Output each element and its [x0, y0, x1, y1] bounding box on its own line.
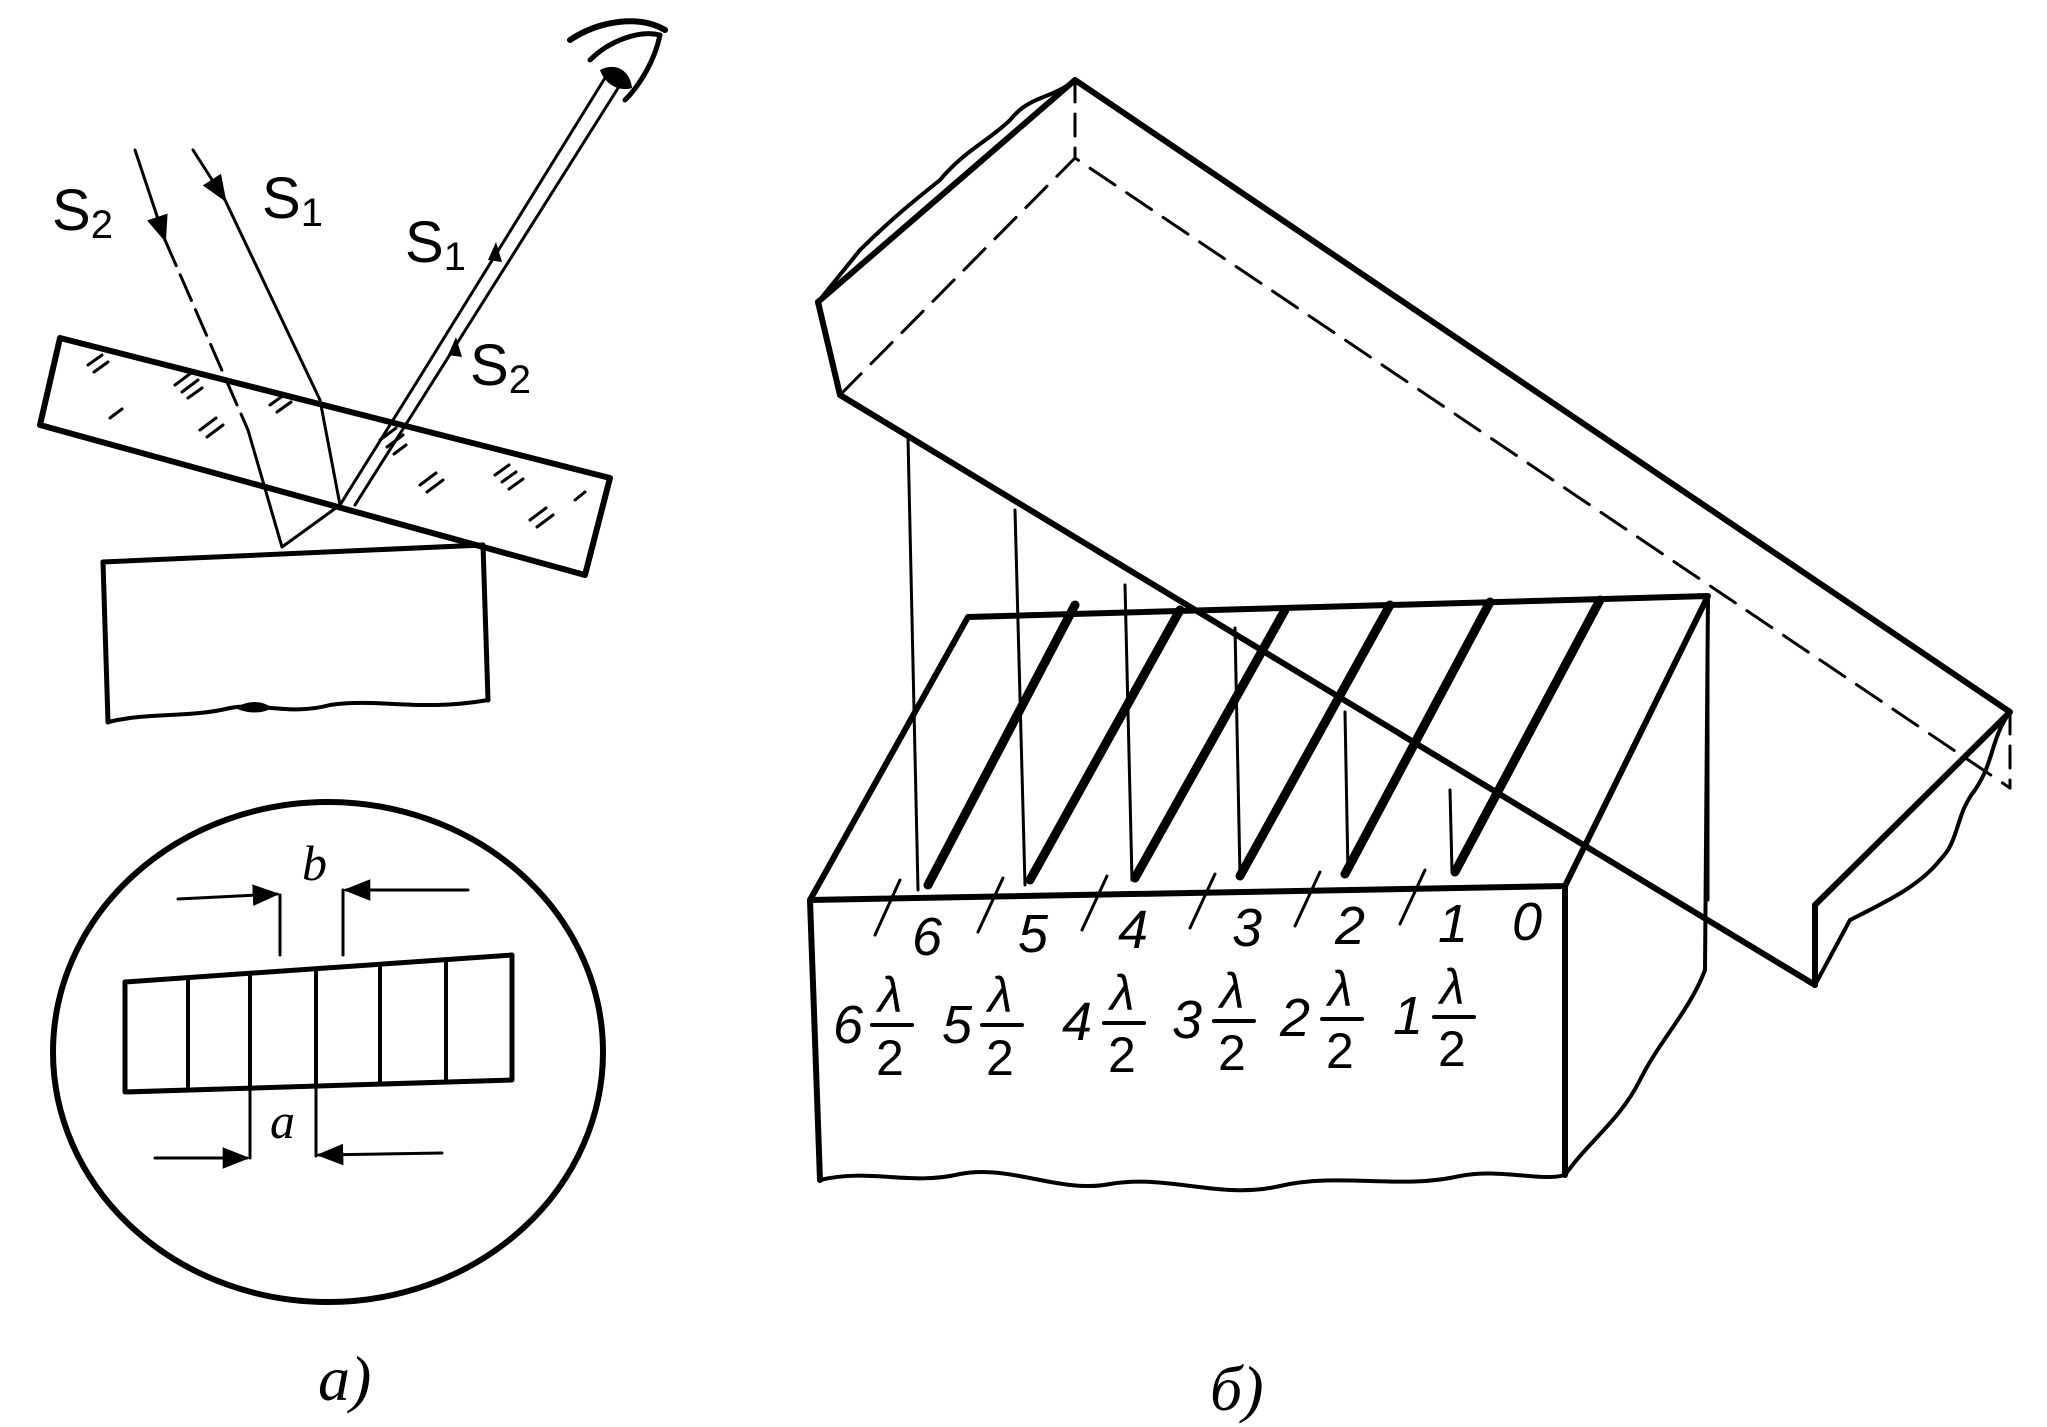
caption-a: а): [318, 1343, 371, 1414]
dimension-b: [176, 879, 470, 957]
eye-icon: [567, 18, 668, 103]
gauge-block-b: [807, 593, 1711, 1193]
arrow-s1-reflected: [488, 242, 502, 262]
order-label: 2 λ 2: [1279, 961, 1364, 1079]
svg-text:2: 2: [1326, 1023, 1354, 1079]
svg-text:λ: λ: [875, 967, 903, 1023]
dimension-b-label: b: [302, 835, 327, 891]
ray-s1-incident: [191, 148, 342, 507]
ray-s2-incident: [133, 148, 284, 549]
arrow-s2-reflected: [448, 337, 462, 357]
svg-text:4: 4: [1062, 992, 1092, 1052]
ray-label-s1-right: S1: [405, 210, 466, 279]
svg-text:6: 6: [833, 995, 864, 1055]
order-labels: 6 λ 2 5 λ 2 4 λ 2 3 λ 2: [833, 959, 1476, 1086]
order-label: 3 λ 2: [1172, 963, 1256, 1081]
field-of-view: b a: [50, 799, 606, 1305]
order-label: 5 λ 2: [942, 967, 1024, 1086]
figure-b: 6 5 4 3 2 1 0 6 λ 2 5 λ 2 4 λ: [807, 77, 2013, 1424]
interference-fringes: [923, 595, 1605, 890]
ray-label-s2-right: S2: [470, 333, 531, 402]
figure-a: S2 S1 S1 S2: [37, 18, 668, 1414]
svg-text:2: 2: [986, 1030, 1014, 1086]
svg-text:2: 2: [1279, 988, 1310, 1048]
dimension-a-label: a: [270, 1093, 295, 1149]
edge-ticks: [873, 868, 1427, 937]
svg-text:5: 5: [942, 995, 973, 1055]
fringe-number: 6: [912, 907, 943, 967]
svg-text:2: 2: [876, 1030, 904, 1086]
caption-b: б): [1210, 1353, 1264, 1424]
fringe-numbers: 6 5 4 3 2 1 0: [912, 892, 1542, 967]
fringe-number: 4: [1118, 900, 1148, 960]
svg-text:λ: λ: [985, 967, 1013, 1023]
gauge-block-a: [100, 542, 491, 725]
svg-text:2: 2: [1438, 1021, 1466, 1077]
order-label: 6 λ 2: [833, 967, 914, 1086]
svg-text:1: 1: [1393, 986, 1423, 1046]
svg-text:λ: λ: [1437, 959, 1465, 1015]
order-label: 4 λ 2: [1062, 965, 1146, 1083]
projection-lines: [906, 436, 1710, 902]
svg-text:λ: λ: [1107, 965, 1135, 1021]
glass-plate-b: [815, 77, 2013, 988]
svg-text:2: 2: [1218, 1025, 1246, 1081]
ray-reflected: [280, 76, 622, 549]
order-label: 1 λ 2: [1393, 959, 1476, 1077]
svg-text:λ: λ: [1217, 963, 1245, 1019]
svg-text:λ: λ: [1325, 961, 1353, 1017]
fringe-lines: [186, 958, 448, 1092]
fringe-number: 0: [1512, 892, 1542, 952]
fringe-number: 2: [1334, 896, 1365, 956]
ray-label-s1-left: S1: [262, 166, 323, 235]
fringe-number: 5: [1018, 904, 1049, 964]
svg-text:2: 2: [1108, 1027, 1136, 1083]
svg-text:3: 3: [1172, 990, 1202, 1050]
fringe-number: 1: [1438, 894, 1468, 954]
dimension-a: [153, 1084, 444, 1169]
fringe-number: 3: [1232, 898, 1262, 958]
ray-label-s2-left: S2: [52, 178, 113, 247]
